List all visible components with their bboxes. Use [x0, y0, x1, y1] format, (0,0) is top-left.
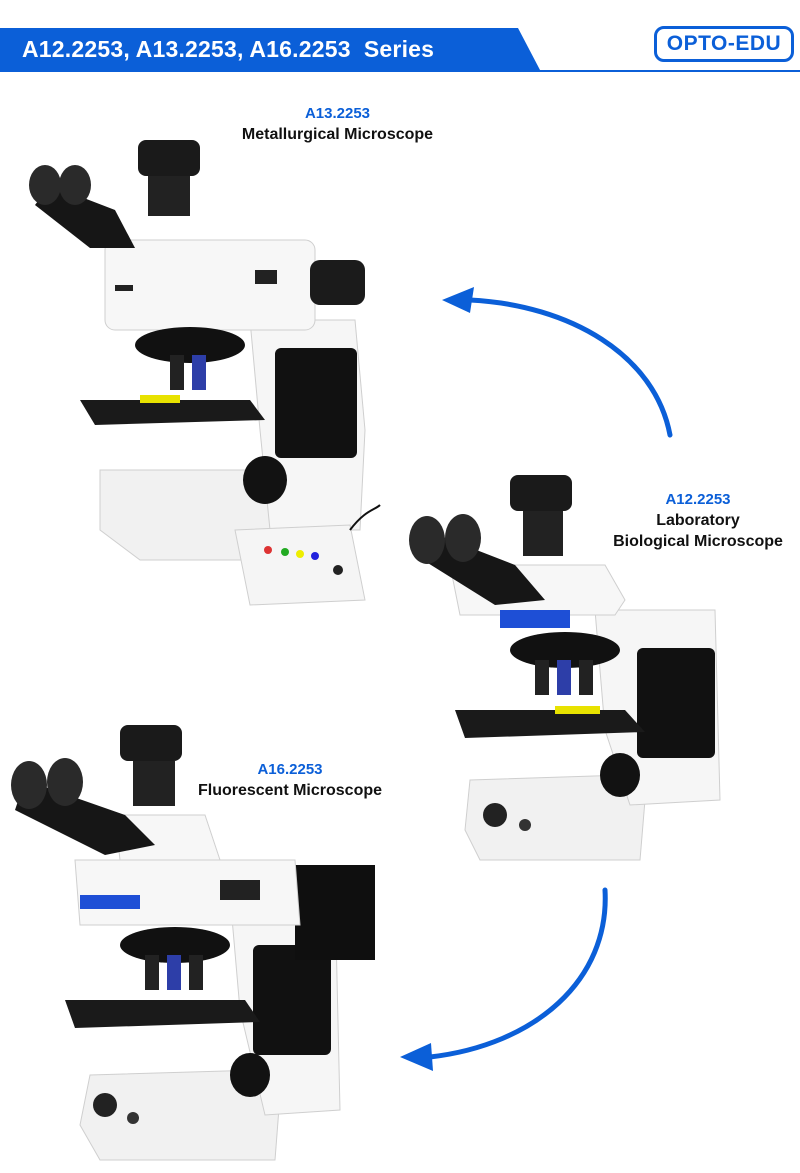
- metallurgical-microscope-image: [29, 140, 381, 606]
- biological-microscope-image: [409, 475, 721, 861]
- product-name-line-1: Laboratory: [656, 512, 740, 529]
- curved-arrow-icon: [442, 287, 673, 438]
- fluorescent-microscope-image: [11, 725, 375, 1161]
- product-name: Metallurgical Microscope: [241, 126, 434, 143]
- product-label-metallurgical: A13.2253 Metallurgical Microscope: [225, 104, 450, 145]
- series-title: A12.2253, A13.2253, A16.2253 Series: [22, 36, 435, 62]
- product-label-biological: A12.2253 Laboratory Biological Microscop…: [598, 490, 798, 552]
- brand-logo-text: OPTO-EDU: [666, 32, 782, 55]
- product-name-line-2: Biological Microscope: [613, 533, 783, 550]
- product-label-fluorescent: A16.2253 Fluorescent Microscope: [180, 760, 400, 801]
- brand-logo: OPTO-EDU: [654, 26, 794, 62]
- header-divider: [0, 70, 800, 72]
- curved-arrow-icon: [400, 887, 608, 1071]
- product-code: A12.2253: [665, 491, 731, 508]
- product-code: A13.2253: [304, 105, 371, 122]
- product-name: Fluorescent Microscope: [197, 782, 383, 799]
- header-banner: [0, 28, 540, 70]
- product-code: A16.2253: [257, 761, 323, 778]
